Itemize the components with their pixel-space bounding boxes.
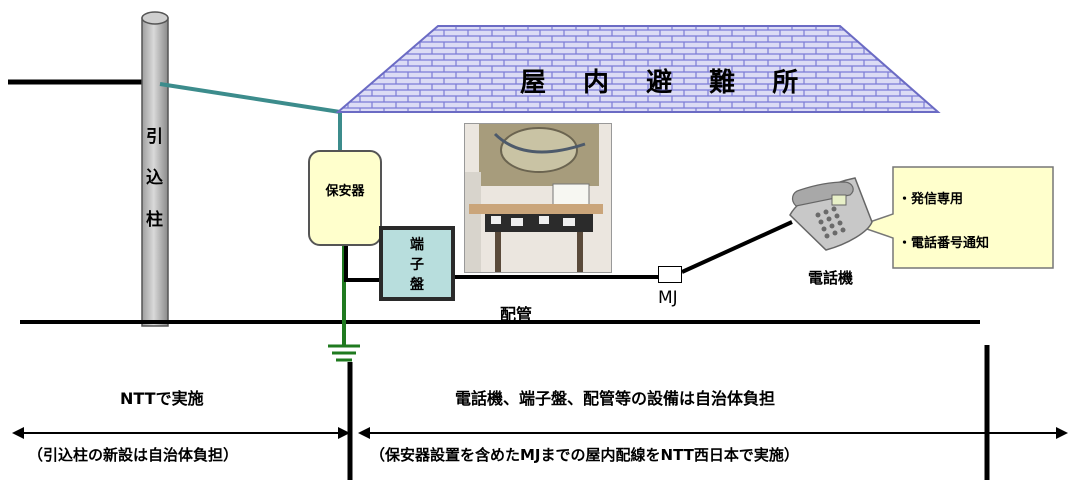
lead-in-pole	[141, 11, 169, 327]
shelter-photo	[464, 123, 612, 273]
callout-item-outgoing-only: ・発信専用	[898, 192, 964, 207]
right-section-title: 電話機、端子盤、配管等の設備は自治体負担	[455, 389, 776, 408]
roof	[335, 25, 941, 113]
phone-cord	[681, 220, 793, 274]
shelter-title: 屋 内 避 難 所	[520, 68, 813, 98]
protector-box: 保安器	[308, 150, 382, 246]
callout-bubble	[855, 166, 1054, 269]
protector-terminal-wire	[344, 246, 379, 282]
pole-label-char-3: 柱	[146, 210, 163, 230]
left-section-note: （引込柱の新設は自治体負担）	[28, 446, 239, 464]
mj-label: MJ	[658, 288, 678, 308]
right-scope-arrow	[358, 427, 1068, 439]
protector-label: 保安器	[325, 184, 365, 199]
left-section-title: NTTで実施	[120, 389, 204, 408]
callout-item-caller-id: ・電話番号通知	[898, 236, 990, 251]
pole-label-char-2: 込	[146, 168, 163, 188]
left-scope-arrow	[12, 427, 350, 439]
terminal-board: 端 子 盤	[379, 226, 455, 301]
pipe-label: 配管	[500, 305, 533, 324]
drop-wire	[159, 82, 342, 152]
telephone-icon	[789, 177, 873, 251]
modular-jack	[658, 266, 682, 283]
terminal-label-char-2: 子	[410, 257, 424, 273]
terminal-label-char-3: 盤	[410, 277, 424, 293]
phone-label: 電話機	[808, 269, 854, 287]
earth-symbol	[328, 344, 360, 362]
pole-label-char-1: 引	[146, 127, 163, 147]
right-section-note: （保安器設置を含めたMJまでの屋内配線をNTT西日本で実施）	[370, 446, 799, 464]
terminal-label-char-1: 端	[410, 237, 424, 253]
